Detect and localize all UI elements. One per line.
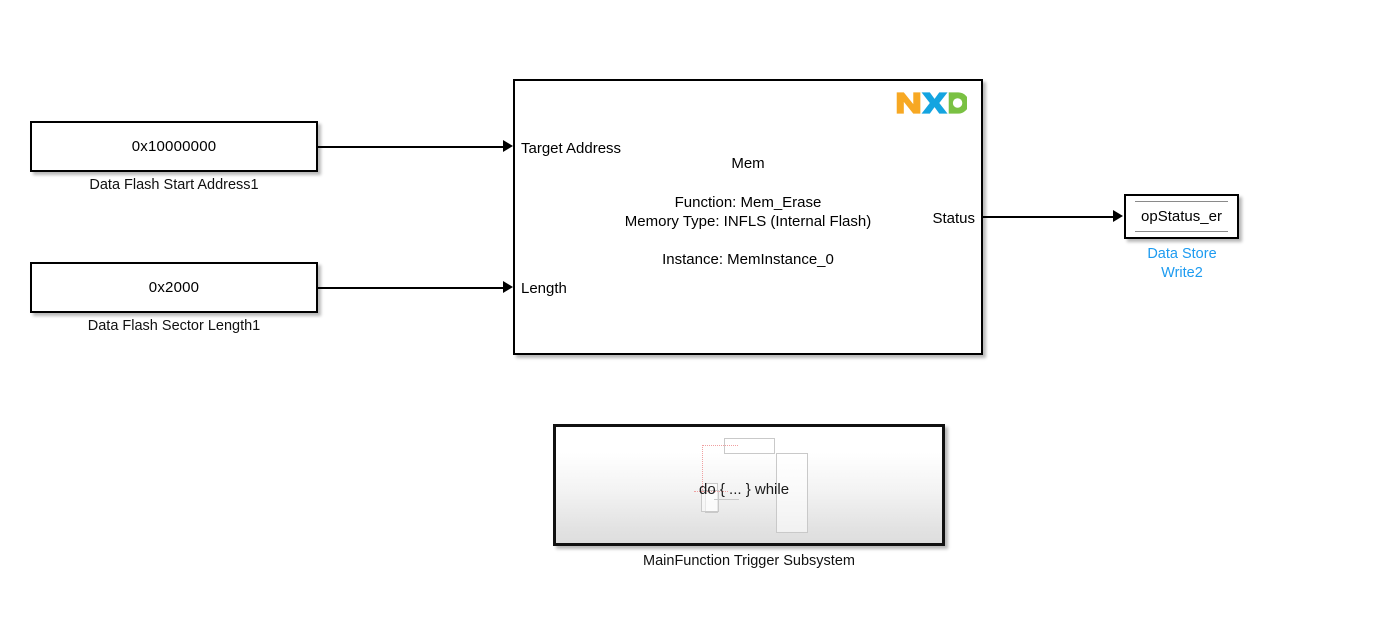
arrow-head-length-icon [503, 281, 513, 293]
constant-block-data-flash-start-address1[interactable]: 0x10000000 [30, 121, 318, 172]
input-port-label-length: Length [521, 280, 567, 297]
subsystem-feedback-line-bottom [694, 491, 728, 493]
nxp-logo-icon [896, 92, 967, 114]
mem-block-function-line: Function: Mem_Erase [674, 194, 822, 211]
input-port-label-target-address: Target Address [521, 140, 622, 157]
constant-block-data-flash-sector-length1[interactable]: 0x2000 [30, 262, 318, 313]
data-store-rule-bottom-icon [1135, 231, 1228, 232]
mem-block-instance-line: Instance: MemInstance_0 [662, 251, 834, 268]
subsystem-connector-line [714, 499, 739, 500]
data-store-variable-name: opStatus_er [1141, 208, 1222, 225]
mem-erase-block[interactable]: Target Address Length Status Mem Functio… [513, 79, 983, 355]
constant-value: 0x2000 [148, 279, 200, 296]
mem-block-body: Mem Function: Mem_Erase Memory Type: INF… [515, 155, 981, 268]
signal-line-target-address[interactable] [318, 146, 504, 148]
constant-block-caption-2: Data Flash Sector Length1 [87, 318, 261, 334]
constant-value: 0x10000000 [131, 138, 217, 155]
subsystem-mini-block-tall [776, 453, 808, 533]
subsystem-feedback-line-top [702, 445, 738, 447]
data-store-write-block[interactable]: opStatus_er [1124, 194, 1239, 239]
constant-block-caption-1: Data Flash Start Address1 [89, 177, 259, 193]
subsystem-mini-block-small [701, 490, 719, 512]
arrow-head-target-address-icon [503, 140, 513, 152]
subsystem-caption: MainFunction Trigger Subsystem [643, 553, 855, 569]
subsystem-mini-block-top [724, 438, 775, 454]
subsystem-loop-label: do { ... } while [699, 481, 790, 498]
mem-block-memory-type-line: Memory Type: INFLS (Internal Flash) [624, 213, 872, 230]
data-store-write-inner: opStatus_er [1126, 196, 1237, 237]
subsystem-feedback-line-vertical [702, 445, 704, 492]
signal-line-length[interactable] [318, 287, 504, 289]
arrow-head-status-icon [1113, 210, 1123, 222]
data-store-write-caption: Data Store Write2 [1147, 246, 1217, 281]
mainfunction-trigger-subsystem-block[interactable]: do { ... } while [553, 424, 945, 546]
output-port-label-status: Status [932, 210, 975, 227]
signal-line-status[interactable] [983, 216, 1115, 218]
data-store-rule-top-icon [1135, 201, 1228, 202]
mem-block-title: Mem [731, 155, 765, 172]
